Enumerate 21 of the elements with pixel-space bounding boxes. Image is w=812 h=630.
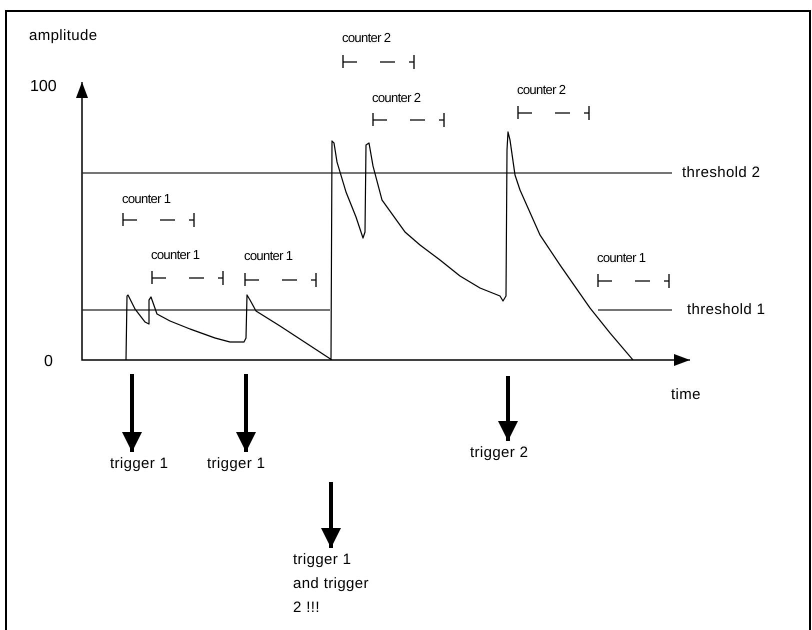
threshold-label: threshold 1 <box>687 300 766 320</box>
trigger-label: trigger 1 and trigger 2 !!! <box>293 548 377 620</box>
tick-label: 100 <box>30 77 57 97</box>
trigger-label: trigger 2 <box>470 441 550 465</box>
counter-label: counter 1 <box>151 246 200 264</box>
counter-label: counter 1 <box>597 249 646 267</box>
counter-label: counter 1 <box>122 190 170 208</box>
axis-label: amplitude <box>29 26 98 46</box>
trigger-label: trigger 1 <box>207 452 287 476</box>
counter-label: counter 2 <box>517 81 566 99</box>
arrow <box>498 376 518 441</box>
arrow <box>122 374 142 452</box>
arrow <box>321 482 341 548</box>
counter-label: counter 2 <box>342 29 390 47</box>
threshold-label: threshold 2 <box>682 163 760 183</box>
trigger-label: trigger 1 <box>110 452 190 476</box>
tick-label: 0 <box>44 352 53 372</box>
counter-label: counter 1 <box>244 247 292 265</box>
axis-label: time <box>671 385 701 405</box>
arrow <box>236 374 256 452</box>
counter-label: counter 2 <box>372 89 420 107</box>
